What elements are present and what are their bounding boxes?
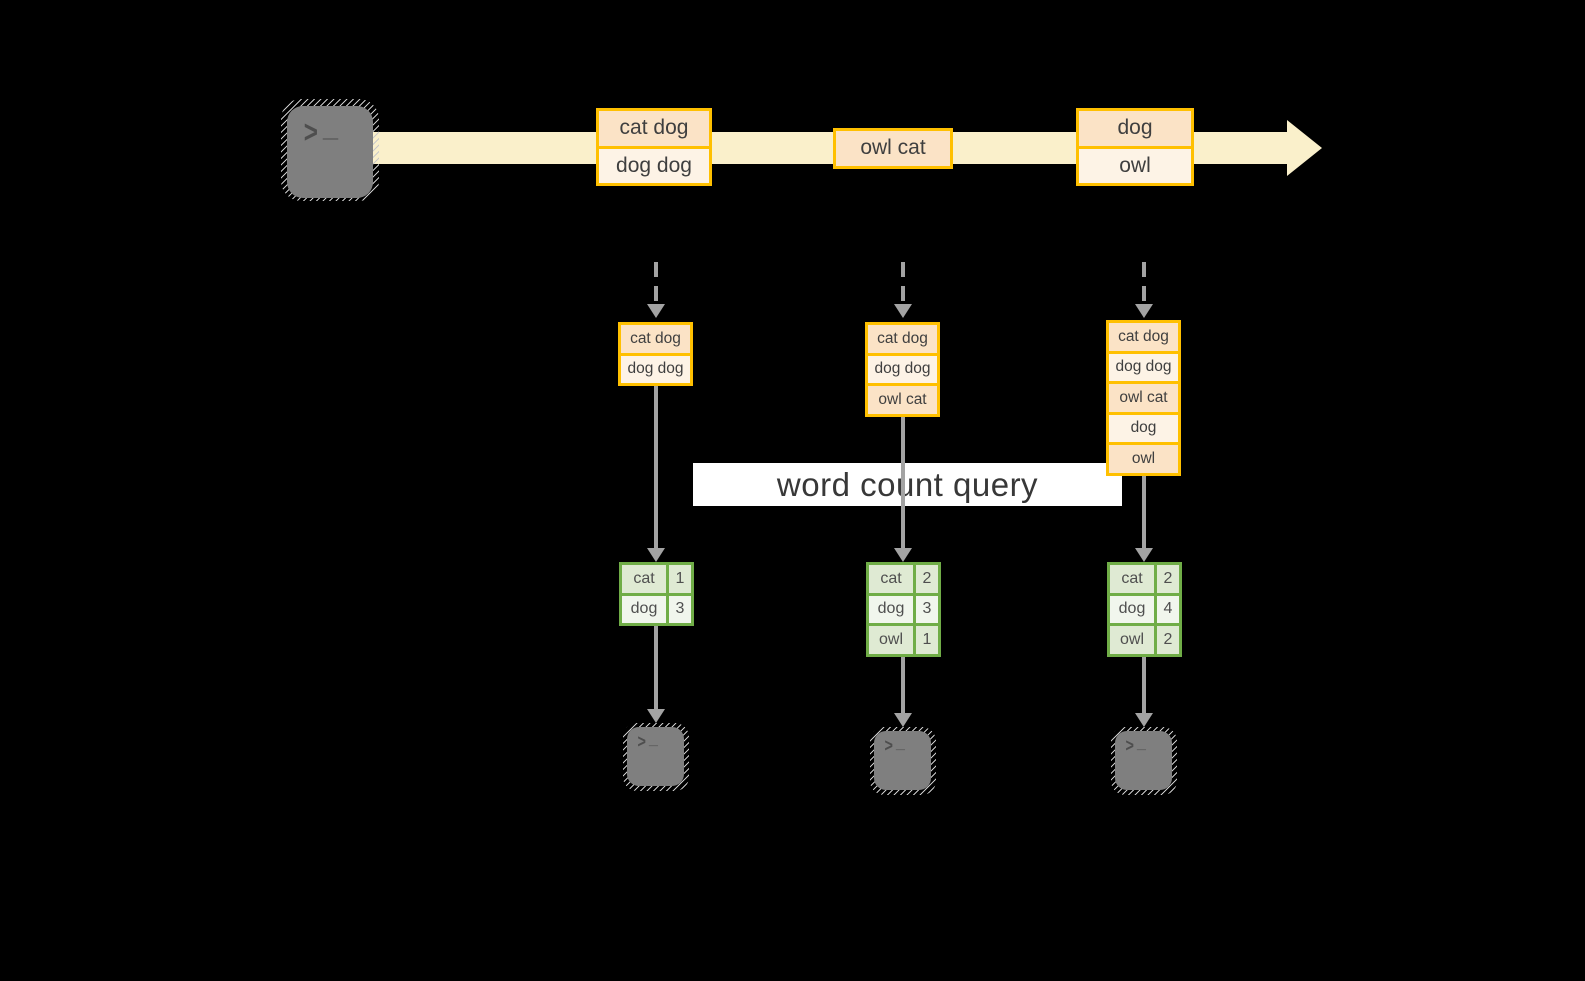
count-word: cat	[622, 565, 666, 593]
terminal-prompt-underscore-icon: _	[896, 735, 905, 752]
batch-to-state-arrow-1	[647, 262, 665, 318]
arrowhead-icon	[647, 304, 665, 318]
count-value: 1	[916, 626, 938, 654]
terminal-body: > _	[287, 106, 373, 198]
count-to-output-arrow-3	[1135, 656, 1153, 727]
dashed-shaft	[1142, 262, 1146, 304]
state-item: dog dog	[621, 355, 690, 383]
state-to-count-arrow-1	[647, 386, 665, 562]
terminal-prompt-chevron-icon: >	[303, 114, 318, 150]
terminal-prompt-underscore-icon: _	[323, 112, 339, 142]
count-to-output-arrow-1	[647, 626, 665, 723]
arrowhead-icon	[647, 548, 665, 562]
terminal-prompt-chevron-icon: >	[884, 736, 893, 757]
batch-item: owl cat	[836, 131, 950, 166]
count-value: 4	[1157, 595, 1179, 623]
arrowhead-icon	[894, 713, 912, 727]
count-table-1: cat 1 dog 3	[619, 562, 694, 626]
stream-batch-3: dog owl	[1076, 108, 1194, 186]
output-terminal-icon-3: > _	[1111, 727, 1177, 795]
arrowhead-icon	[1135, 304, 1153, 318]
output-terminal-icon-2: > _	[870, 727, 936, 795]
solid-shaft	[654, 626, 658, 709]
solid-shaft	[1142, 476, 1146, 548]
batch-to-state-arrow-2	[894, 262, 912, 318]
arrowhead-icon	[1135, 713, 1153, 727]
count-word: owl	[869, 626, 913, 654]
count-word: cat	[869, 565, 913, 593]
arrowhead-icon	[647, 709, 665, 723]
solid-shaft	[654, 386, 658, 548]
state-to-count-arrow-2	[894, 416, 912, 562]
count-table-3: cat 2 dog 4 owl 2	[1107, 562, 1182, 657]
count-word: dog	[622, 595, 666, 623]
state-item: dog dog	[868, 355, 937, 383]
state-item: cat dog	[868, 325, 937, 353]
terminal-prompt-underscore-icon: _	[649, 731, 658, 748]
count-word: dog	[869, 595, 913, 623]
stream-batch-1: cat dog dog dog	[596, 108, 712, 186]
arrowhead-icon	[1135, 548, 1153, 562]
dashed-shaft	[654, 262, 658, 304]
stream-batch-2: owl cat	[833, 128, 953, 169]
terminal-prompt-underscore-icon: _	[1137, 735, 1146, 752]
terminal-body: > _	[874, 731, 931, 790]
count-word: cat	[1110, 565, 1154, 593]
count-to-output-arrow-2	[894, 656, 912, 727]
state-item: owl cat	[868, 386, 937, 414]
terminal-body: > _	[627, 727, 684, 786]
dashed-shaft	[901, 262, 905, 304]
query-label: word count query	[693, 463, 1122, 506]
solid-shaft	[901, 416, 905, 548]
terminal-body: > _	[1115, 731, 1172, 790]
batch-item: owl	[1079, 148, 1191, 183]
count-value: 3	[669, 595, 691, 623]
terminal-prompt-chevron-icon: >	[637, 732, 646, 753]
state-box-1: cat dog dog dog	[618, 322, 693, 386]
count-word: owl	[1110, 626, 1154, 654]
count-value: 2	[916, 565, 938, 593]
batch-item: cat dog	[599, 111, 709, 146]
count-value: 3	[916, 595, 938, 623]
batch-to-state-arrow-3	[1135, 262, 1153, 318]
count-value: 2	[1157, 565, 1179, 593]
state-item: cat dog	[621, 325, 690, 353]
count-value: 1	[669, 565, 691, 593]
state-item: cat dog	[1109, 323, 1178, 351]
output-terminal-icon-1: > _	[623, 723, 689, 791]
batch-item: dog dog	[599, 148, 709, 183]
state-item: owl	[1109, 445, 1178, 473]
count-value: 2	[1157, 626, 1179, 654]
state-to-count-arrow-3	[1135, 476, 1153, 562]
solid-shaft	[1142, 656, 1146, 713]
stream-source-terminal-icon: > _	[281, 99, 379, 201]
solid-shaft	[901, 656, 905, 713]
count-table-2: cat 2 dog 3 owl 1	[866, 562, 941, 657]
batch-item: dog	[1079, 111, 1191, 146]
arrowhead-icon	[894, 304, 912, 318]
state-box-2: cat dog dog dog owl cat	[865, 322, 940, 417]
state-box-3: cat dog dog dog owl cat dog owl	[1106, 320, 1181, 476]
state-item: dog dog	[1109, 353, 1178, 381]
count-word: dog	[1110, 595, 1154, 623]
terminal-prompt-chevron-icon: >	[1125, 736, 1134, 757]
stream-timeline-arrowhead-icon	[1287, 120, 1322, 176]
arrowhead-icon	[894, 548, 912, 562]
state-item: dog	[1109, 414, 1178, 442]
state-item: owl cat	[1109, 384, 1178, 412]
